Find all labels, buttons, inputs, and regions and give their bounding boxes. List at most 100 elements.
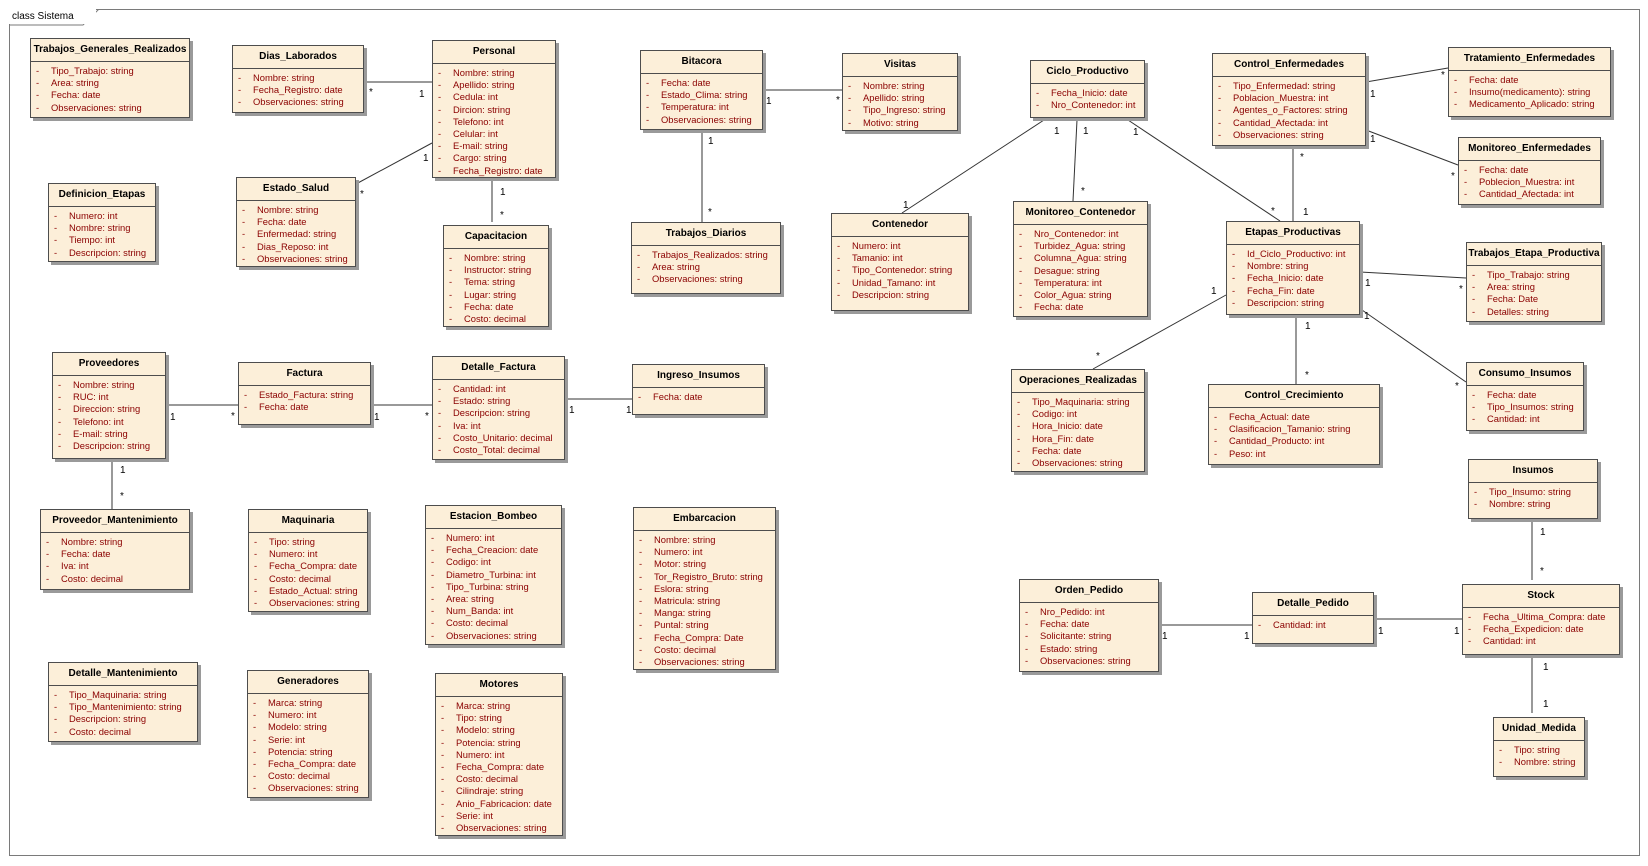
multiplicity-label: 1: [1083, 126, 1089, 137]
class-box[interactable]: Bitacora -Fecha: date -Estado_Clima: str…: [640, 50, 763, 130]
class-box[interactable]: Trabajos_Generales_Realizados -Tipo_Trab…: [30, 38, 190, 118]
class-attribute: Temperatura: int: [1034, 276, 1102, 288]
multiplicity-label: 1: [120, 465, 126, 476]
multiplicity-label: *: [708, 207, 712, 218]
multiplicity-label: 1: [500, 187, 506, 198]
class-attribute: Nro_Contenedor: int: [1051, 99, 1136, 111]
multiplicity-label: 1: [419, 89, 425, 100]
class-attribute: Nombre: string: [1247, 260, 1309, 272]
class-attribute: Codigo: int: [446, 556, 491, 568]
class-attribute: Descripcion: string: [69, 246, 147, 258]
multiplicity-label: *: [425, 411, 429, 422]
class-attribute: Fecha: date: [51, 89, 101, 101]
class-box[interactable]: Contenedor -Numero: int -Tamanio: int -T…: [831, 213, 969, 311]
class-box[interactable]: Unidad_Medida -Tipo: string -Nombre: str…: [1493, 717, 1585, 777]
class-attribute: Iva: int: [61, 560, 89, 572]
class-attribute: Numero: int: [269, 548, 318, 560]
class-attribute: Costo: decimal: [69, 725, 132, 737]
class-box[interactable]: Proveedores -Nombre: string -RUC: int -D…: [52, 352, 166, 459]
class-box[interactable]: Tratamiento_Enfermedades -Fecha: date -I…: [1448, 47, 1611, 117]
class-name: Ciclo_Productivo: [1031, 61, 1144, 84]
class-attribute: Celular: int: [453, 128, 498, 140]
class-box[interactable]: Stock -Fecha _Ultima_Compra: date -Fecha…: [1462, 584, 1620, 655]
class-box[interactable]: Etapas_Productivas -Id_Ciclo_Productivo:…: [1226, 221, 1360, 315]
class-attribute: Fecha: date: [1032, 444, 1082, 456]
class-box[interactable]: Operaciones_Realizadas -Tipo_Maquinaria:…: [1011, 369, 1145, 472]
class-attribute: E-mail: string: [453, 140, 508, 152]
multiplicity-label: 1: [1133, 127, 1139, 138]
class-name: Etapas_Productivas: [1227, 222, 1359, 245]
class-attribute: Tipo_Maquinaria: string: [69, 689, 167, 700]
class-box[interactable]: Control_Enfermedades -Tipo_Enfermedad: s…: [1212, 53, 1366, 146]
assoc-ciclo-contenedor: [901, 119, 1045, 214]
class-box[interactable]: Monitoreo_Contenedor -Nro_Contenedor: in…: [1013, 201, 1148, 317]
class-name: Embarcacion: [634, 508, 775, 531]
class-box[interactable]: Detalle_Mantenimiento -Tipo_Maquinaria: …: [48, 662, 198, 742]
class-attribute: Tipo_Mantenimiento: string: [69, 701, 182, 713]
class-box[interactable]: Definicion_Etapas -Numero: int -Nombre: …: [48, 183, 156, 262]
class-box[interactable]: Estado_Salud -Nombre: string -Fecha: dat…: [236, 177, 356, 267]
class-name: Detalle_Mantenimiento: [49, 663, 197, 686]
class-box[interactable]: Embarcacion -Nombre: string -Numero: int…: [633, 507, 776, 670]
class-attribute: Dias_Reposo: int: [257, 240, 329, 252]
class-box[interactable]: Orden_Pedido -Nro_Pedido: int -Fecha: da…: [1019, 579, 1159, 672]
class-box[interactable]: Proveedor_Mantenimiento -Nombre: string …: [40, 509, 190, 590]
multiplicity-label: 1: [170, 412, 176, 423]
class-box[interactable]: Generadores -Marca: string -Numero: int …: [247, 670, 369, 798]
class-attribute: Area: string: [652, 261, 700, 273]
class-attribute: Poblecion_Muestra: int: [1479, 176, 1575, 188]
class-box[interactable]: Motores -Marca: string -Tipo: string -Mo…: [435, 673, 563, 836]
class-attribute: Nombre: string: [69, 222, 131, 234]
class-attribute: Fecha_Compra: Date: [654, 631, 744, 643]
class-attribute: Estado_Clima: string: [661, 89, 748, 101]
class-attribute: Nombre: string: [654, 534, 716, 545]
class-attribute: Costo: decimal: [269, 572, 332, 584]
class-attribute: Diametro_Turbina: int: [446, 568, 536, 580]
class-box[interactable]: Trabajos_Etapa_Productiva -Tipo_Trabajo:…: [1466, 242, 1602, 322]
class-box[interactable]: Dias_Laborados -Nombre: string -Fecha_Re…: [232, 45, 364, 113]
class-attribute: Descripcion: string: [453, 407, 531, 419]
class-box[interactable]: Capacitacion -Nombre: string -Instructor…: [443, 225, 549, 327]
class-attribute: Costo: decimal: [61, 572, 124, 584]
class-attribute: Tipo_Insumo: string: [1489, 486, 1571, 497]
class-box[interactable]: Maquinaria -Tipo: string -Numero: int -F…: [248, 509, 368, 612]
class-attribute: Estado: string: [453, 395, 511, 407]
class-attribute: Fecha: date: [257, 216, 307, 228]
class-box[interactable]: Trabajos_Diarios -Trabajos_Realizados: s…: [631, 222, 781, 294]
class-attribute: Modelo: string: [268, 721, 327, 733]
class-name: Visitas: [843, 54, 957, 77]
multiplicity-label: *: [1455, 381, 1459, 392]
class-box[interactable]: Ingreso_Insumos -Fecha: date: [632, 364, 765, 415]
class-name: Consumo_Insumos: [1467, 363, 1583, 386]
class-box[interactable]: Detalle_Factura -Cantidad: int -Estado: …: [432, 356, 565, 460]
class-attribute: Fecha: date: [1487, 389, 1537, 400]
class-box[interactable]: Factura -Estado_Factura: string -Fecha: …: [238, 362, 371, 425]
class-box[interactable]: Detalle_Pedido -Cantidad: int: [1252, 592, 1374, 644]
class-box[interactable]: Estacion_Bombeo -Numero: int -Fecha_Crea…: [425, 505, 562, 645]
class-box[interactable]: Monitoreo_Enfermedades -Fecha: date -Pob…: [1458, 137, 1601, 205]
class-attribute: Nro_Contenedor: int: [1034, 228, 1119, 239]
multiplicity-label: *: [1451, 171, 1455, 182]
class-attribute: Observaciones: string: [268, 782, 359, 794]
multiplicity-label: 1: [708, 136, 714, 147]
class-attribute: Apellido: string: [453, 79, 515, 91]
class-attribute: Trabajos_Realizados: string: [652, 249, 768, 260]
class-box[interactable]: Insumos -Tipo_Insumo: string -Nombre: st…: [1468, 459, 1598, 519]
class-box[interactable]: Ciclo_Productivo -Fecha_Inicio: date -Nr…: [1030, 60, 1145, 118]
multiplicity-label: 1: [1540, 527, 1546, 538]
assoc-ciclo-monitoreo: [1072, 119, 1078, 202]
class-box[interactable]: Control_Crecimiento -Fecha_Actual: date …: [1208, 384, 1380, 465]
class-attribute: Fecha: date: [661, 77, 711, 88]
class-attribute: Manga: string: [654, 607, 711, 619]
multiplicity-label: 1: [1370, 134, 1376, 145]
class-attribute: Hora_Fin: date: [1032, 432, 1095, 444]
class-attribute: Fecha: date: [1469, 74, 1519, 85]
class-name: Dias_Laborados: [233, 46, 363, 69]
multiplicity-label: *: [1081, 186, 1085, 197]
class-box[interactable]: Visitas -Nombre: string -Apellido: strin…: [842, 53, 958, 131]
class-box[interactable]: Personal -Nombre: string -Apellido: stri…: [432, 40, 556, 178]
class-attribute: Descripcion: string: [69, 713, 147, 725]
class-attribute: Turbidez_Agua: string: [1034, 240, 1126, 252]
class-attribute: Apellido: string: [863, 92, 925, 104]
class-box[interactable]: Consumo_Insumos -Fecha: date -Tipo_Insum…: [1466, 362, 1584, 431]
